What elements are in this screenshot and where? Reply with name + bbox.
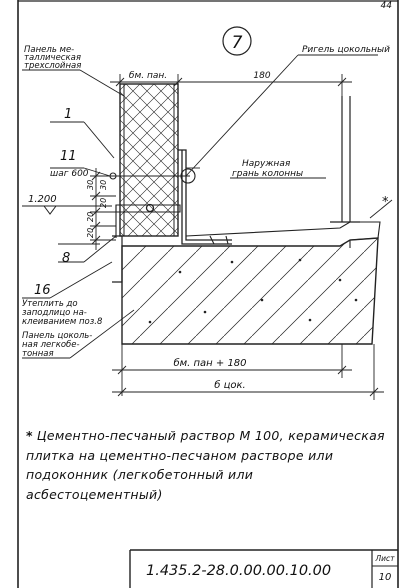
footnote: *Цементно-песчаный раствор М 100, керами… — [26, 426, 386, 504]
callout-8: 8 — [62, 251, 70, 266]
label-column-face-1: Наружная — [242, 159, 291, 169]
level-value: 1.200 — [28, 194, 57, 205]
title-block — [129, 549, 398, 588]
dim-bm-pan-180: бм. пан + 180 — [173, 357, 246, 369]
title-designation: 1.435.2-28.0.00.00.10.00 — [146, 563, 331, 579]
footnote-marker: * — [26, 428, 33, 443]
label-panel-top-2: таллическая — [24, 53, 81, 63]
label-step-600: шаг 600 — [50, 169, 89, 179]
callout-16: 16 — [34, 283, 51, 298]
plinth-panel — [121, 237, 379, 345]
label-star: * — [382, 195, 389, 210]
title-sheet-label: Лист — [374, 554, 395, 563]
dim-bm-pan-top: бм. пан. — [129, 71, 167, 81]
label-insul-3: клеиванием поз.8 — [22, 317, 103, 327]
dim-20a: 20 — [86, 212, 95, 222]
label-plinth-1: Панель цоколь- — [22, 331, 92, 341]
sheet-frame — [17, 0, 399, 588]
leader-lines — [22, 54, 393, 359]
dim-30a: 30 — [86, 180, 95, 190]
vertical-dimensions — [90, 168, 116, 250]
label-plinth-3: тонная — [22, 349, 54, 359]
title-sheet-number: 10 — [379, 572, 392, 583]
label-insul-1: Утеплить до — [22, 299, 78, 309]
column — [330, 96, 360, 223]
callout-1: 1 — [64, 107, 72, 122]
label-panel-top-1: Панель ме- — [24, 45, 74, 55]
bottom-dimensions — [112, 344, 384, 400]
detail-number-circle — [222, 26, 252, 56]
dim-b-tsok: б цок. — [214, 379, 246, 391]
dim-20b: 20 — [86, 228, 95, 238]
label-plinth-2: ная легкобе- — [22, 340, 80, 350]
label-insul-2: заподлицо на- — [22, 308, 87, 318]
label-column-face-2: грань колонны — [232, 169, 303, 179]
label-rigel: Ригель цокольный — [302, 45, 390, 55]
label-panel-top-3: трехслойная — [24, 61, 81, 71]
level-mark — [22, 205, 112, 215]
dim-30b: 30 — [99, 180, 108, 190]
dim-20c: 20 — [99, 198, 108, 208]
wall-panel — [119, 83, 179, 237]
footnote-text: Цементно-песчаный раствор М 100, керамич… — [26, 428, 385, 502]
callout-11: 11 — [60, 149, 77, 164]
page-corner-number: 44 — [381, 1, 393, 11]
detail-number: 7 — [232, 33, 243, 53]
dim-180-top: 180 — [253, 71, 270, 81]
